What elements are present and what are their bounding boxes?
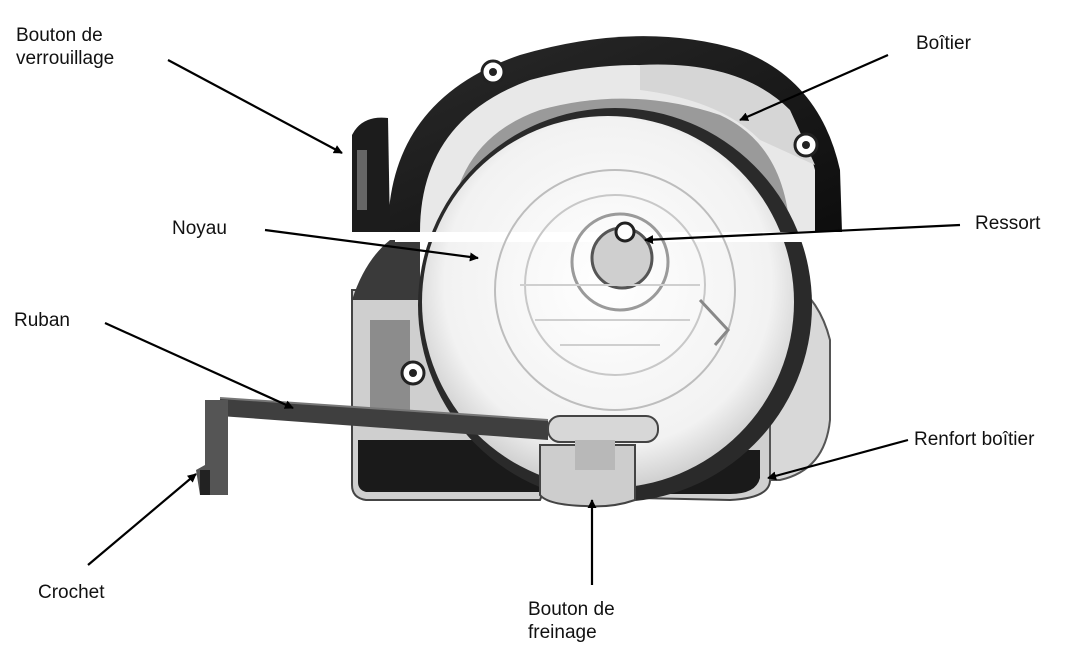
arrow-noyau: [264, 228, 479, 262]
brake-button: [539, 415, 659, 508]
label-boitier: Boîtier: [916, 33, 971, 54]
tape-blade: [196, 397, 549, 495]
label-bouton-freinage: Bouton de freinage: [528, 599, 615, 643]
label-ruban: Ruban: [14, 310, 70, 331]
label-bouton-verrouillage: Bouton de verrouillage: [16, 25, 115, 69]
arrow-crochet: [87, 473, 197, 566]
arrow-boitier: [739, 53, 889, 122]
arrow-ressort: [644, 223, 961, 245]
arrow-bouton-verrouillage: [167, 59, 343, 154]
callout-arrows: [87, 53, 961, 585]
core-disc: [395, 108, 842, 502]
label-ressort: Ressort: [975, 213, 1041, 234]
label-crochet: Crochet: [38, 582, 105, 603]
label-renfort-boitier: Renfort boîtier: [914, 429, 1035, 450]
arrow-ruban: [104, 321, 294, 410]
arrow-renfort-boitier: [767, 438, 909, 481]
label-noyau: Noyau: [172, 218, 227, 239]
